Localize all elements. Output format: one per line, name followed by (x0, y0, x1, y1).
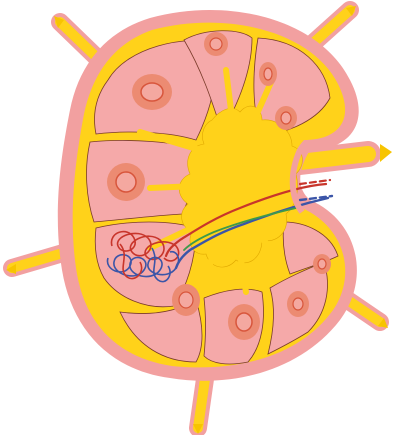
follicle-9 (313, 254, 331, 274)
follicle-7 (228, 304, 260, 340)
follicle-4 (275, 106, 297, 130)
follicle-2 (204, 32, 228, 56)
follicle-5 (107, 163, 145, 201)
follicle-3 (259, 62, 277, 86)
arrow-efferent-icon (380, 144, 392, 162)
follicle-8 (287, 291, 309, 317)
follicle-1 (132, 74, 172, 110)
follicle-6 (172, 284, 200, 316)
